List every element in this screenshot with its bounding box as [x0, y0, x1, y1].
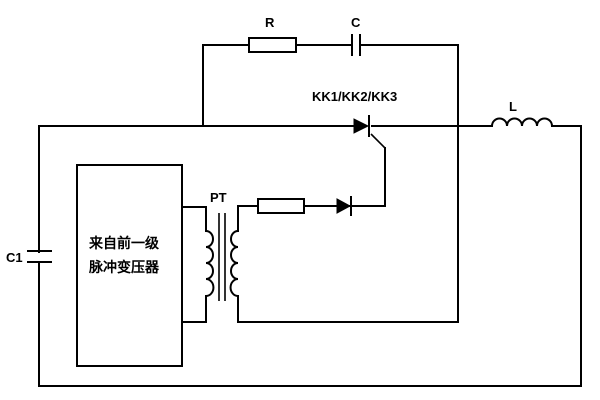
main-right-bottom-left-wire — [38, 125, 582, 387]
secondary-top-wire — [237, 205, 338, 232]
inductor-l-symbol — [491, 117, 553, 127]
primary-winding-symbol — [205, 230, 215, 297]
thyristor-gate-lead — [370, 133, 386, 149]
gate-resistor-symbol — [257, 198, 305, 214]
primary-wires — [181, 206, 207, 323]
pulse-transformer — [181, 206, 226, 323]
pulse-transformer-label: PT — [210, 190, 227, 205]
gate-drive-circuit — [229, 125, 459, 323]
secondary-winding-symbol — [229, 230, 239, 297]
resistor-r-symbol — [248, 37, 297, 53]
secondary-return-wire — [237, 125, 459, 323]
resistor-r-label: R — [265, 15, 275, 30]
source-block-line2: 脉冲变压器 — [88, 259, 160, 276]
inductor-l-label: L — [509, 99, 517, 114]
snubber-wire — [202, 44, 459, 127]
thyristor-label: KK1/KK2/KK3 — [312, 89, 397, 104]
thyristor-triangle — [353, 118, 370, 134]
source-block-line1: 来自前一级 — [88, 235, 160, 252]
source-block — [76, 164, 183, 367]
main-loop — [27, 125, 582, 387]
thyristor-symbol — [353, 115, 386, 149]
gate-wire — [349, 147, 386, 207]
capacitor-c-label: C — [351, 15, 361, 30]
capacitor-c1-label: C1 — [6, 250, 23, 265]
diode-triangle — [336, 198, 352, 214]
snubber-branch — [202, 34, 459, 127]
